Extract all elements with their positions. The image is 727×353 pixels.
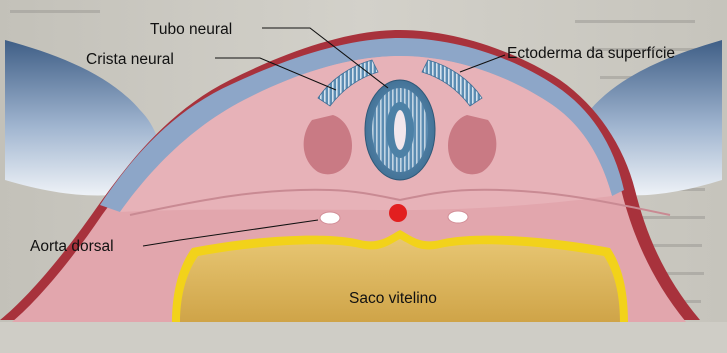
right-somite <box>448 115 496 174</box>
label-neural-crest: Crista neural <box>86 51 174 68</box>
yolk-sac <box>180 239 620 322</box>
notochord <box>389 204 407 222</box>
label-neural-tube: Tubo neural <box>150 21 232 38</box>
label-dorsal-aorta: Aorta dorsal <box>30 238 114 255</box>
left-somite <box>304 115 352 174</box>
left-dorsal-aorta <box>320 212 340 224</box>
neural-tube <box>365 80 435 180</box>
right-dorsal-aorta <box>448 211 468 223</box>
label-yolk-sac: Saco vitelino <box>349 290 437 307</box>
label-surface-ectoderm: Ectoderma da superfície <box>507 45 675 62</box>
figure-bottom-edge <box>0 322 727 353</box>
